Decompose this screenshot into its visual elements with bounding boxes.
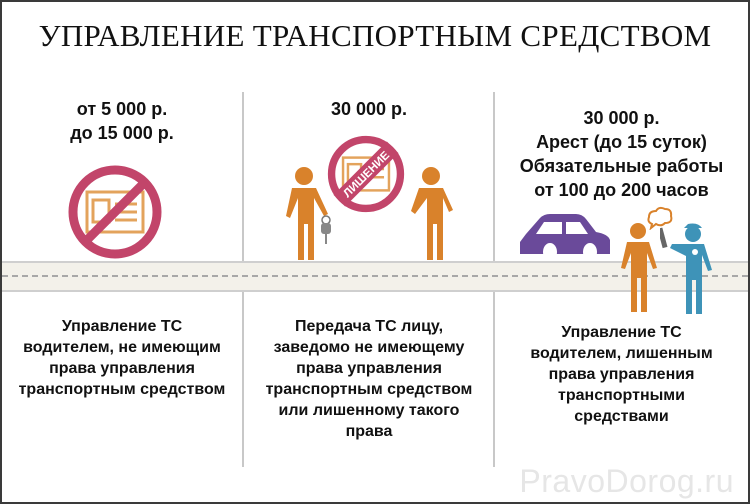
fine-column-1: от 5 000 р. до 15 000 р. [2,97,242,145]
description-line: транспортным средством [18,381,226,398]
description-line: транспортными [558,387,685,404]
description-line: транспортным средством [265,381,473,398]
page-title: УПРАВЛЕНИЕ ТРАНСПОРТНЫМ СРЕДСТВОМ [38,18,712,53]
speech-bubble-icon [647,206,673,230]
description-line: водителем, не имеющим [23,339,221,356]
car-key-icon [321,215,331,244]
driver-person-icon [621,223,657,312]
description-line: или лишенному такого [278,402,460,419]
description-line: средствами [574,408,669,425]
person-with-keys-icon [286,167,331,260]
description-line: Передача ТС лицу, [294,318,444,335]
description-line: права управления [548,366,695,383]
description-line: Управление ТС [61,318,183,335]
description-line: права управления [296,360,442,377]
fine-line: от 5 000 р. [76,99,168,119]
no-license-icon [68,165,162,259]
description-column-2: Передача ТС лицу, заведомо не имеющему п… [245,316,493,442]
description-line: Управление ТС [561,324,682,341]
description-line: права управления [49,360,195,377]
description-line: права [345,423,393,440]
police-officer-icon [660,223,712,314]
fine-line: 30 000 р. [583,108,660,128]
description-line: водителем, лишенным [530,345,713,362]
fine-line: от 100 до 200 часов [534,180,709,200]
fine-column-2: 30 000 р. [245,97,493,121]
car-icon [520,214,610,261]
fine-line: Арест (до 15 суток) [536,132,707,152]
fine-line: Обязательные работы [519,156,724,176]
description-column-1: Управление ТС водителем, не имеющим прав… [2,316,242,400]
watermark: PravoDorog.ru [519,463,734,499]
breathalyzer-icon [660,227,668,249]
description-column-3: Управление ТС водителем, лишенным права … [495,322,748,427]
fine-line: до 15 000 р. [70,123,174,143]
fine-line: 30 000 р. [330,99,408,119]
description-line: заведомо не имеющему [273,339,465,356]
person-icon [411,167,453,260]
license-revoked-icon: ЛИШЕНИЕ [327,135,405,213]
fine-column-3: 30 000 р. Арест (до 15 суток) Обязательн… [495,106,748,202]
